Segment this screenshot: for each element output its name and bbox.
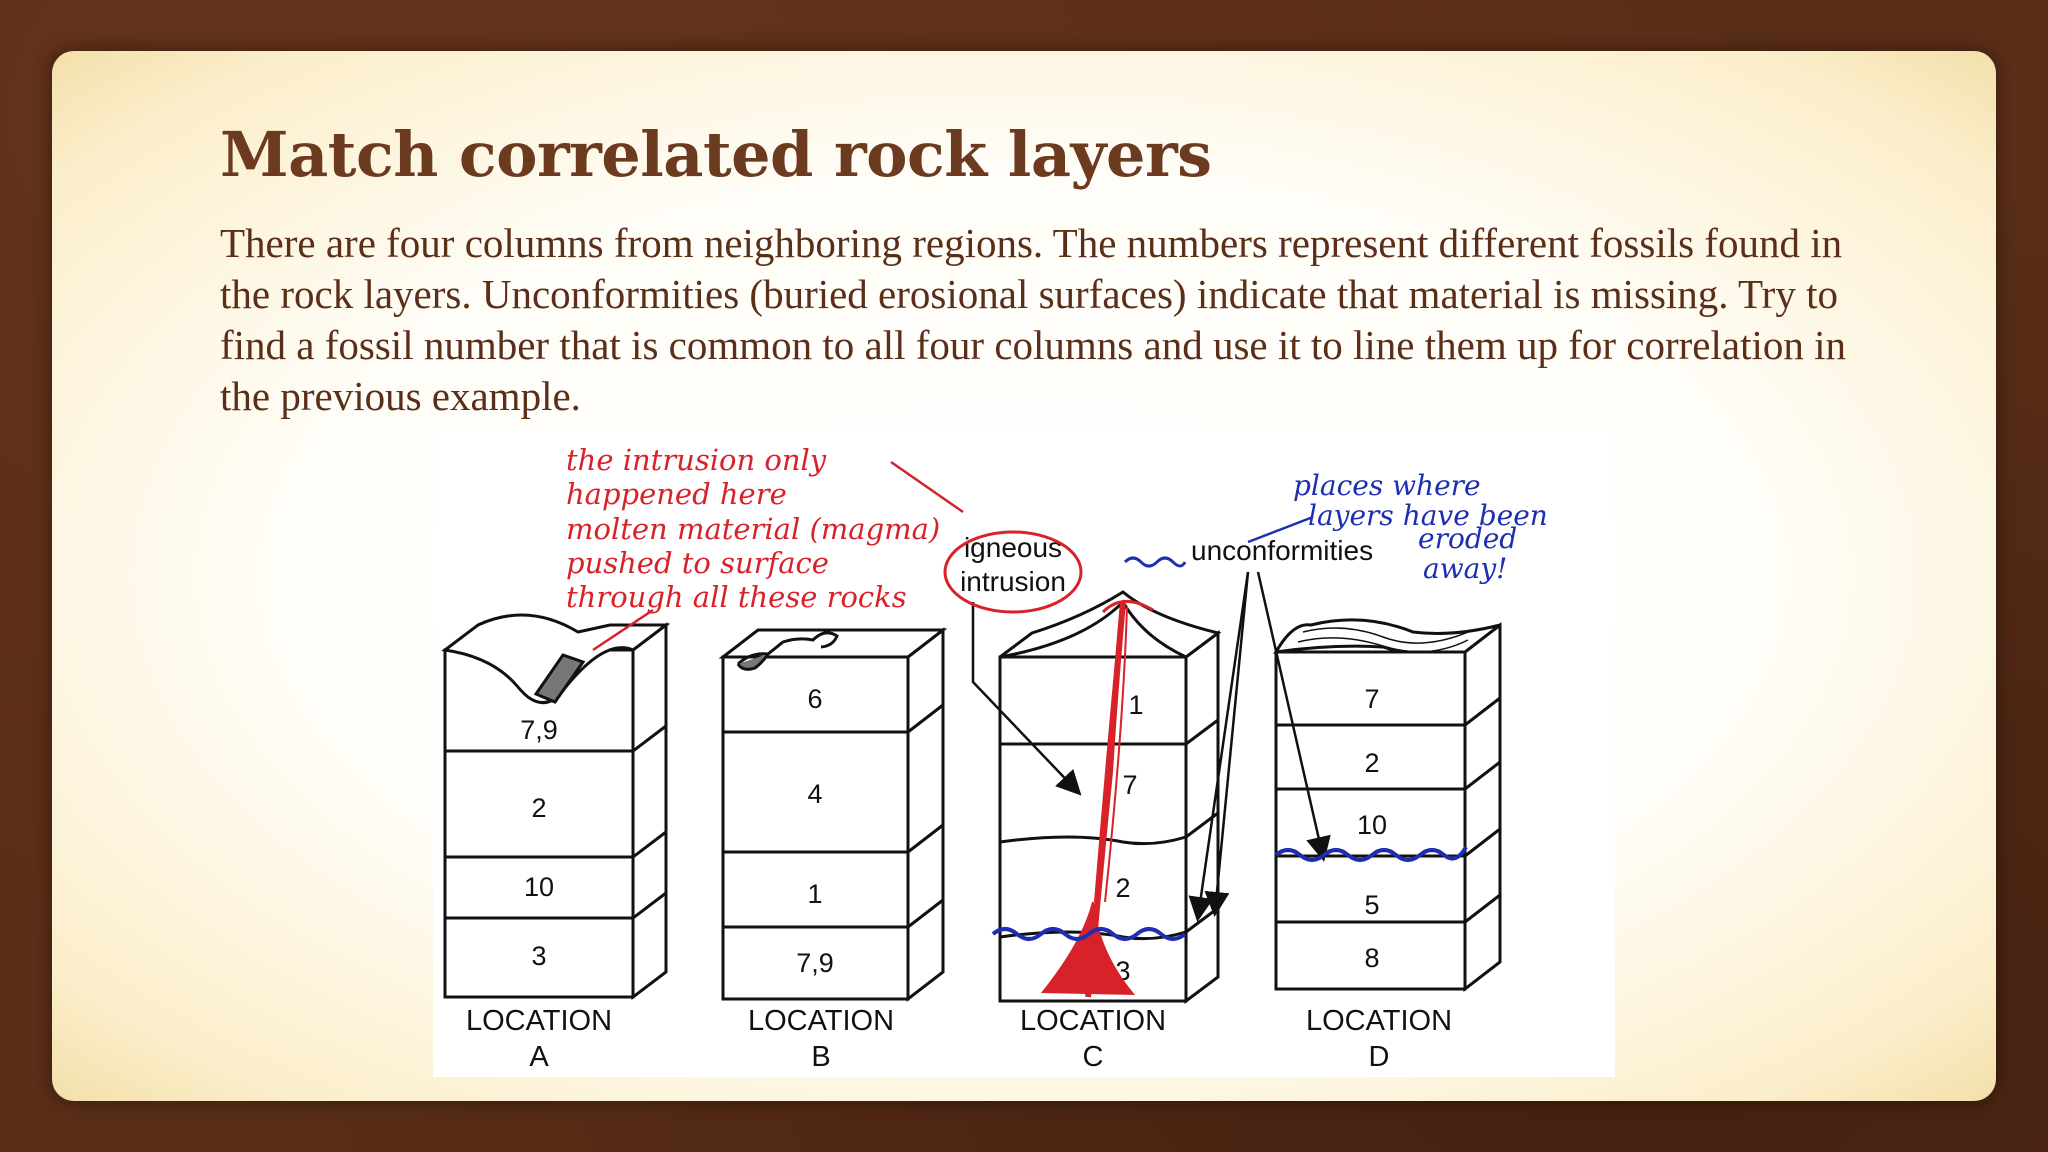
svg-text:layers have been: layers have been	[1308, 499, 1548, 532]
intrusion-streak	[1085, 601, 1126, 998]
slide-title: Match correlated rock layers	[220, 118, 1212, 191]
svg-text:pushed to surface: pushed to surface	[566, 546, 829, 580]
layer-label: 7	[1122, 770, 1137, 800]
unconformities-label: unconformities	[1191, 535, 1373, 566]
intrusion-label: intrusion	[960, 566, 1066, 597]
location-c-column	[998, 590, 1222, 1004]
svg-text:happened here: happened here	[566, 477, 787, 511]
svg-text:eroded: eroded	[1418, 522, 1517, 555]
location-a-column	[441, 613, 671, 1001]
layer-label: 6	[807, 684, 822, 714]
layer-label: 7,9	[796, 948, 834, 978]
layer-label: 8	[1364, 943, 1379, 973]
layer-label: 2	[531, 793, 546, 823]
location-label: LOCATION	[466, 1005, 612, 1037]
location-label: B	[811, 1041, 830, 1073]
svg-text:places where: places where	[1293, 469, 1481, 502]
red-pointer-line	[890, 460, 964, 514]
location-label: LOCATION	[1020, 1005, 1166, 1037]
layer-label: 1	[807, 879, 822, 909]
layer-label: 1	[1128, 690, 1143, 720]
layer-label: 2	[1115, 873, 1130, 903]
layer-label: 10	[1357, 810, 1387, 840]
location-d-column	[1273, 618, 1502, 993]
layer-label: 3	[531, 941, 546, 971]
red-pointer-line	[592, 608, 654, 652]
svg-text:away!: away!	[1423, 552, 1507, 585]
igneous-circle	[943, 530, 1083, 614]
location-label: A	[529, 1041, 549, 1073]
location-label: LOCATION	[1306, 1005, 1452, 1037]
layer-label: 7	[1364, 684, 1379, 714]
blue-unconformity-wave	[991, 927, 1187, 941]
blue-unconformity-wave	[1274, 845, 1468, 862]
unconformity-arrow	[1256, 571, 1331, 862]
unconformity-symbol	[1123, 556, 1187, 568]
unconformity-arrow	[1204, 571, 1250, 917]
layer-label: 4	[807, 779, 822, 809]
intrusion-base	[1040, 901, 1136, 996]
location-label: D	[1369, 1041, 1390, 1073]
blue-handwritten-note: places where layers have been eroded awa…	[1293, 469, 1548, 585]
layer-label: 2	[1364, 748, 1379, 778]
layer-label: 10	[524, 872, 554, 902]
slide-body-text: There are four columns from neighboring …	[220, 220, 1847, 419]
location-label: C	[1083, 1041, 1104, 1073]
layer-label: 7,9	[520, 715, 558, 745]
location-label: LOCATION	[748, 1005, 894, 1037]
unconformity-arrow	[1188, 571, 1250, 922]
svg-text:molten material (magma): molten material (magma)	[566, 512, 940, 546]
red-handwritten-note: the intrusion only happened here molten …	[566, 443, 940, 614]
svg-text:through all these rocks: through all these rocks	[566, 580, 907, 614]
location-b-column	[718, 626, 948, 1003]
rock-layers-diagram: 7,9 2 10 3 LOCATION A 6 4 1 7,9 LOCATION…	[433, 432, 1615, 1077]
igneous-arrow	[971, 602, 1082, 796]
svg-text:the intrusion only: the intrusion only	[566, 443, 827, 477]
layer-label: 5	[1364, 890, 1379, 920]
blue-pointer-line	[1247, 515, 1314, 544]
